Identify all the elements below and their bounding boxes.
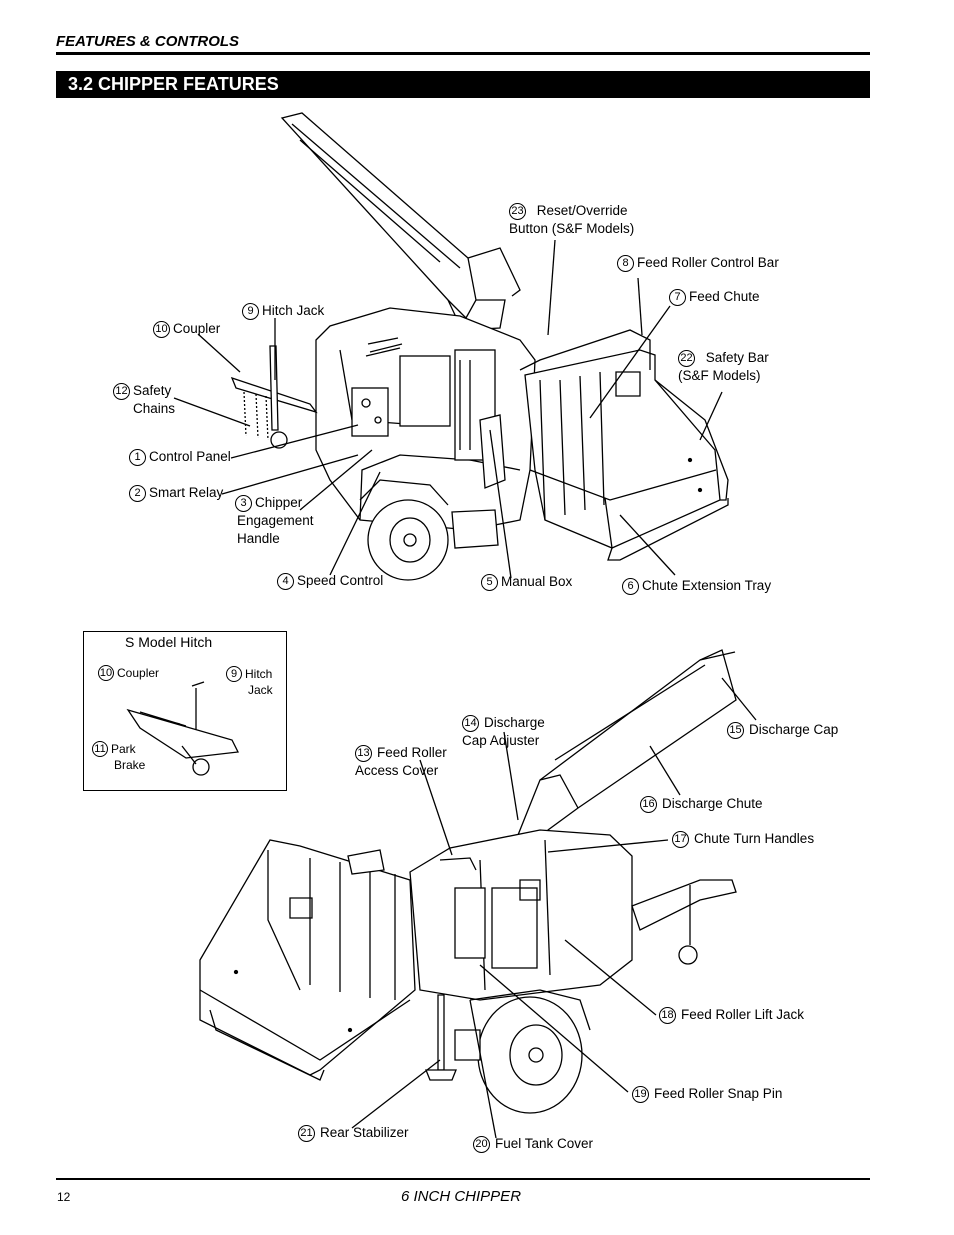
callout-number: 1	[129, 449, 146, 466]
callout-number: 19	[632, 1086, 649, 1103]
callout-number: 22	[678, 350, 695, 367]
s-model-hitch-inset	[83, 631, 287, 791]
footer-title: 6 INCH CHIPPER	[401, 1188, 522, 1205]
callout-text: Park	[111, 742, 136, 756]
callout-text: Smart Relay	[149, 485, 224, 500]
callout-chute-turn-handles: 17 Chute Turn Handles	[672, 830, 814, 848]
callout-number: 15	[727, 722, 744, 739]
callout-number: 17	[672, 831, 689, 848]
callout-safety-bar: 22 Safety Bar (S&F Models)	[678, 349, 769, 385]
callout-number: 14	[462, 715, 479, 732]
callout-feed-roller-access-cover: 13 Feed Roller Access Cover	[355, 744, 447, 780]
callout-text: Chains	[133, 401, 176, 416]
callout-text: Fuel Tank Cover	[495, 1136, 594, 1151]
callout-text: Jack	[248, 683, 273, 697]
callout-text: Manual Box	[501, 574, 573, 589]
callout-fuel-tank-cover: 20 Fuel Tank Cover	[473, 1135, 593, 1153]
inset-title: S Model Hitch	[125, 634, 213, 650]
callout-number: 21	[298, 1125, 315, 1142]
callout-number: 10	[153, 321, 170, 338]
callout-text: Feed Roller Lift Jack	[681, 1007, 805, 1022]
callout-number: 13	[355, 745, 372, 762]
callout-text: Safety Bar	[705, 350, 769, 365]
inset-hitch-drawing	[126, 681, 239, 776]
bottom-chipper-drawing	[199, 649, 757, 1139]
callout-number: 5	[481, 574, 498, 591]
callout-number: 16	[640, 796, 657, 813]
callout-text: Speed Control	[297, 573, 384, 588]
callout-text: (S&F Models)	[678, 368, 761, 383]
section-header: FEATURES & CONTROLS	[56, 33, 240, 50]
title-bar: 3.2 CHIPPER FEATURES	[56, 71, 870, 98]
callout-number: 2	[129, 485, 146, 502]
callout-number: 7	[669, 289, 686, 306]
callout-text: Feed Roller Snap Pin	[654, 1086, 783, 1101]
callout-text: Access Cover	[355, 763, 439, 778]
callout-discharge-cap-adjuster: 14 Discharge Cap Adjuster	[462, 714, 545, 750]
callout-text: Coupler	[117, 666, 160, 680]
callout-number: 18	[659, 1007, 676, 1024]
callout-number: 9	[226, 666, 242, 682]
callout-text: Feed Roller	[377, 745, 447, 760]
callout-text: Handle	[237, 531, 280, 546]
callout-text: Hitch	[245, 667, 273, 681]
callout-feed-roller-snap-pin: 19 Feed Roller Snap Pin	[632, 1085, 782, 1103]
callout-text: Chute Turn Handles	[694, 831, 815, 846]
callout-text: Safety	[133, 383, 172, 398]
callout-text: Hitch Jack	[262, 303, 325, 318]
callout-text: Cap Adjuster	[462, 733, 540, 748]
callout-discharge-cap: 15 Discharge Cap	[727, 721, 838, 739]
callout-number: 3	[235, 495, 252, 512]
callout-number: 23	[509, 203, 526, 220]
callout-text: Coupler	[173, 321, 221, 336]
callout-number: 4	[277, 573, 294, 590]
callout-text: Control Panel	[149, 449, 231, 464]
callout-feed-roller-lift-jack: 18 Feed Roller Lift Jack	[659, 1006, 804, 1024]
callout-text: Discharge Chute	[662, 796, 763, 811]
callout-text: Button (S&F Models)	[509, 221, 635, 236]
callout-number: 6	[622, 578, 639, 595]
callout-text: Chute Extension Tray	[642, 578, 772, 593]
header-rule	[56, 52, 870, 55]
callout-discharge-chute: 16 Discharge Chute	[640, 795, 763, 813]
callout-text: Feed Chute	[689, 289, 760, 304]
callout-number: 12	[113, 383, 130, 400]
callout-number: 20	[473, 1136, 490, 1153]
callout-rear-stabilizer: 21 Rear Stabilizer	[298, 1124, 409, 1142]
callout-text: Engagement	[237, 513, 314, 528]
callout-number: 10	[98, 665, 114, 681]
footer-rule	[56, 1178, 870, 1180]
callout-text: Chipper	[255, 495, 303, 510]
callout-number: 8	[617, 255, 634, 272]
top-chipper-drawing	[173, 112, 729, 581]
callout-text: Rear Stabilizer	[320, 1125, 409, 1140]
callout-text: Brake	[114, 758, 146, 772]
page-title: 3.2 CHIPPER FEATURES	[68, 74, 279, 94]
callout-number: 11	[92, 741, 108, 757]
callout-text: Discharge Cap	[749, 722, 839, 737]
callout-text: Reset/Override	[536, 203, 628, 218]
callout-text: Discharge	[484, 715, 545, 730]
callout-number: 9	[242, 303, 259, 320]
callout-reset-override-button: 23 Reset/Override Button (S&F Models)	[509, 202, 634, 238]
page-number: 12	[57, 1190, 71, 1204]
callout-text: Feed Roller Control Bar	[637, 255, 779, 270]
